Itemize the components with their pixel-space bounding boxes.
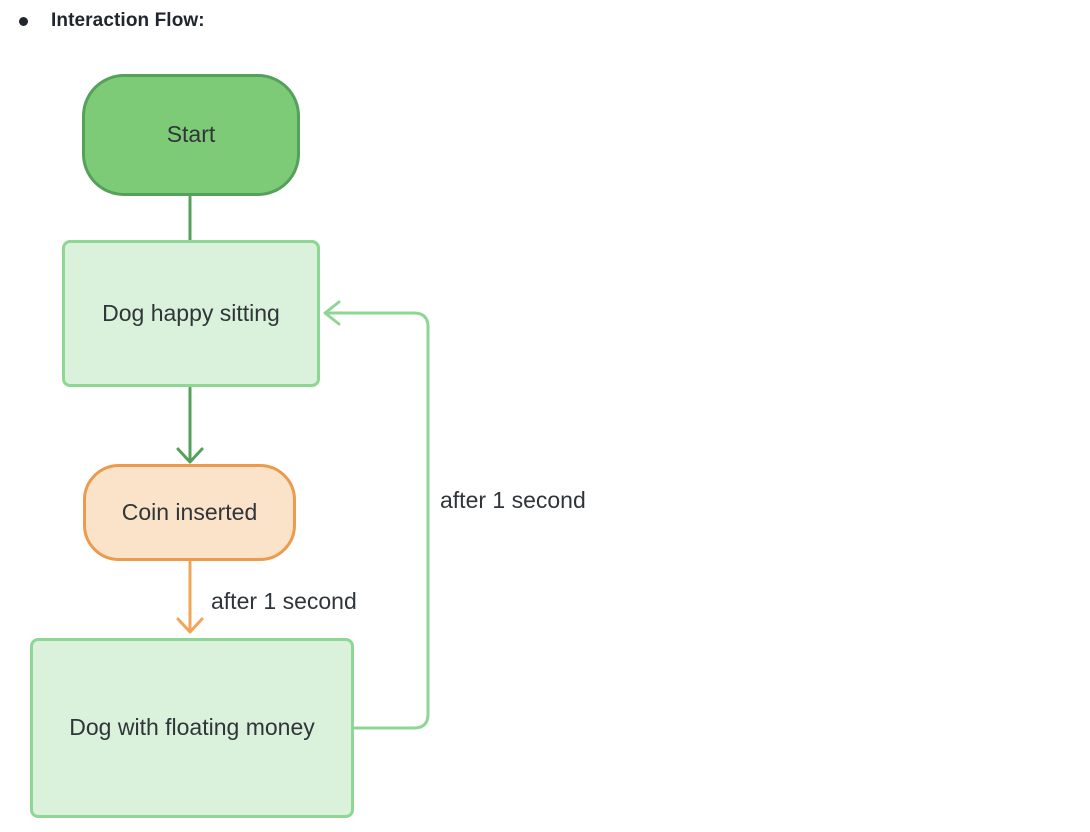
arrowhead-down-icon bbox=[176, 617, 204, 634]
edge-label-after-1-second: after 1 second bbox=[211, 588, 357, 614]
node-label: Start bbox=[166, 121, 216, 148]
arrowhead-left-icon bbox=[323, 300, 341, 326]
bullet-list-item: Interaction Flow: bbox=[19, 10, 205, 32]
flowchart-node-dog-floating-money: Dog with floating money bbox=[30, 638, 354, 818]
flowchart-node-start: Start bbox=[82, 74, 300, 196]
flowchart-node-dog-happy-sitting: Dog happy sitting bbox=[62, 240, 320, 387]
page-title: Interaction Flow: bbox=[51, 10, 205, 31]
edge-coin-to-dog-money bbox=[176, 560, 204, 634]
node-label: Dog happy sitting bbox=[102, 299, 280, 326]
flowchart-node-coin-inserted: Coin inserted bbox=[83, 464, 296, 561]
edge-dog-happy-to-coin bbox=[176, 386, 204, 464]
bullet-point-icon bbox=[19, 16, 28, 26]
node-label: Dog with floating money bbox=[69, 714, 315, 741]
node-label: Coin inserted bbox=[121, 498, 258, 525]
arrowhead-down-icon bbox=[176, 447, 204, 464]
edge-label-after-1-second-loop: after 1 second bbox=[440, 487, 586, 513]
